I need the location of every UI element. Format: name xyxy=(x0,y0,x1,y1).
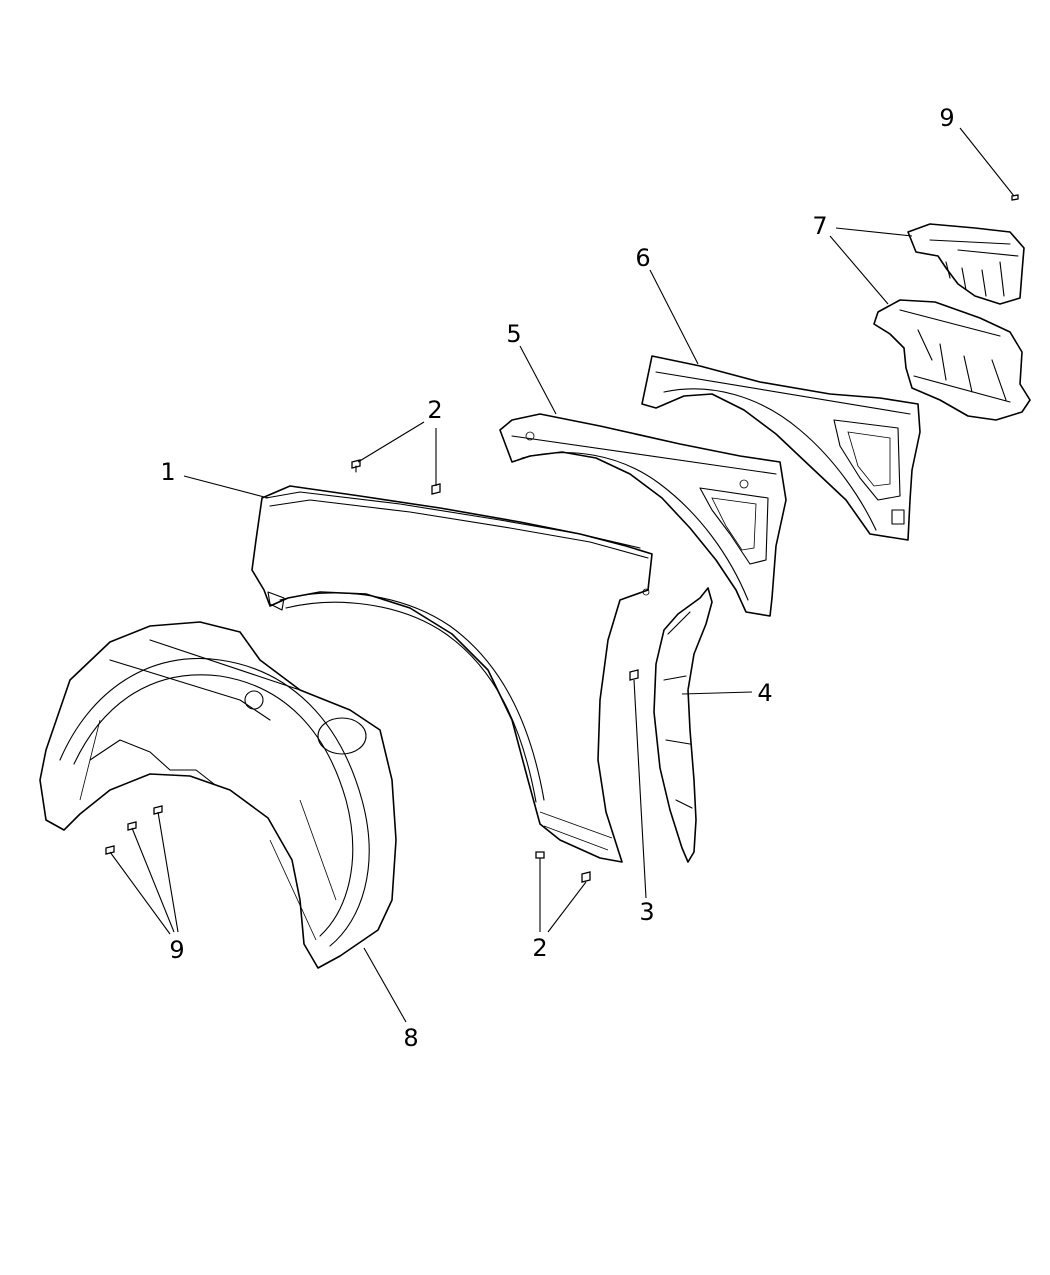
fastener-9-top xyxy=(1011,194,1019,201)
part-6-inner-structure xyxy=(641,355,921,541)
fastener-2-upper-right xyxy=(431,483,441,495)
fastener-9-b xyxy=(127,821,137,831)
fastener-2-lower-right xyxy=(581,871,591,883)
callout-9-bottom: 9 xyxy=(169,936,184,964)
callout-1: 1 xyxy=(160,458,175,486)
callout-5: 5 xyxy=(506,320,521,348)
callout-4: 4 xyxy=(757,679,772,707)
fastener-9-a xyxy=(105,845,115,855)
part-1-fender xyxy=(251,485,653,863)
fastener-3 xyxy=(629,669,639,681)
fastener-2-lower-left xyxy=(535,851,545,865)
part-7-brackets xyxy=(873,223,1031,421)
callout-2-bottom: 2 xyxy=(532,934,547,962)
callout-2-top: 2 xyxy=(427,396,442,424)
callout-6: 6 xyxy=(635,244,650,272)
callout-3: 3 xyxy=(639,898,654,926)
part-4-seal xyxy=(653,587,713,863)
fastener-9-c xyxy=(153,805,163,815)
leader-lines xyxy=(109,127,1015,1023)
part-5-apron xyxy=(499,413,787,617)
part-8-wheelhouse-liner xyxy=(39,621,397,969)
callout-9-top: 9 xyxy=(939,104,954,132)
callout-7: 7 xyxy=(812,212,827,240)
callout-8: 8 xyxy=(403,1024,418,1052)
